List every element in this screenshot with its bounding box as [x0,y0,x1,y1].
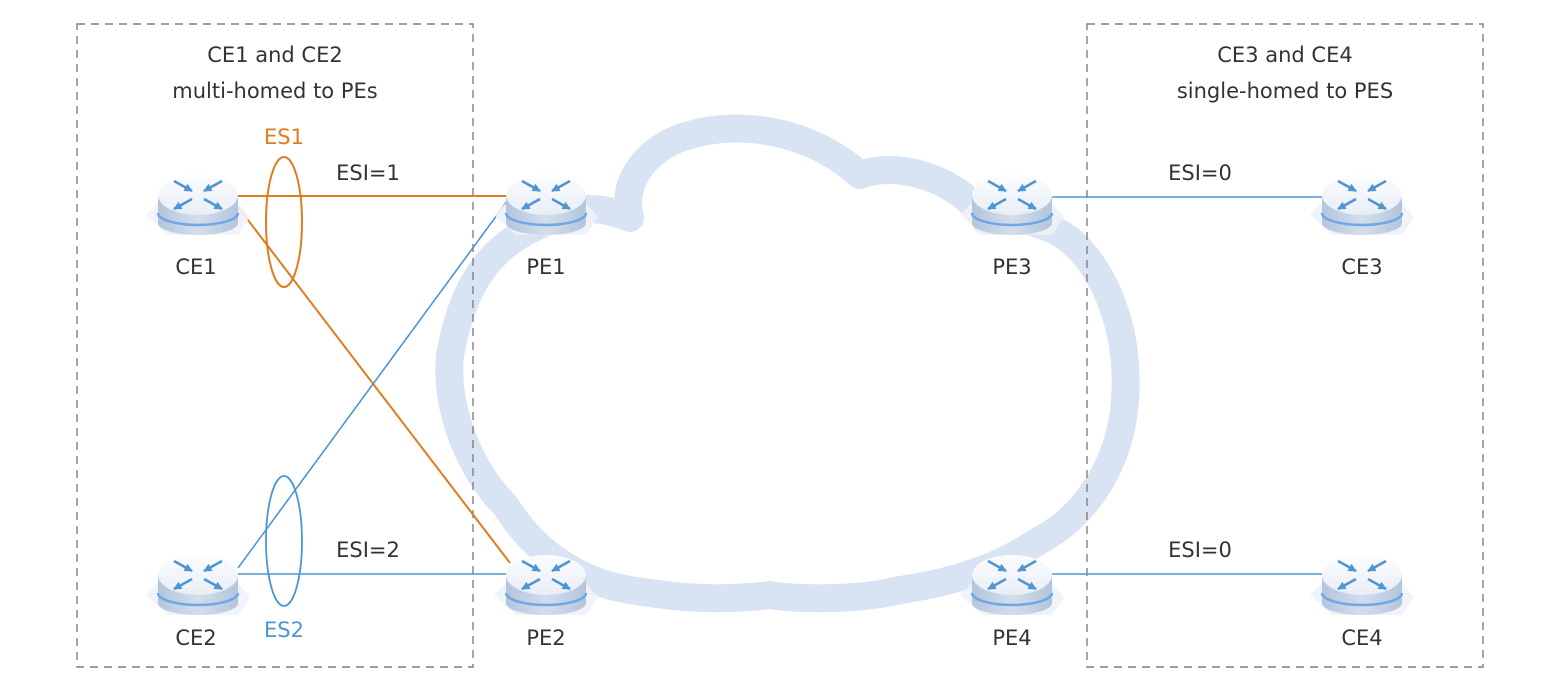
router-icon [1310,555,1414,615]
router-icon [146,175,250,235]
es2-label: ES2 [264,618,304,642]
right-group-title-line2: single-homed to PES [1177,79,1393,103]
router-icon [494,175,598,235]
device-label-ce1: CE1 [175,255,216,279]
esi-label-pe4-ce4: ESI=0 [1168,538,1232,562]
esi-label-ce1-pe1: ESI=1 [336,161,400,185]
es1-label: ES1 [264,125,304,149]
device-label-pe4: PE4 [992,626,1031,650]
left-group-title-line1: CE1 and CE2 [207,43,342,67]
left-group-title-line2: multi-homed to PEs [172,79,377,103]
right-group-title-line1: CE3 and CE4 [1217,43,1352,67]
device-label-ce4: CE4 [1341,626,1382,650]
router-icon [960,175,1064,235]
esi-label-pe3-ce3: ESI=0 [1168,161,1232,185]
left-group-box [76,23,474,668]
device-label-pe3: PE3 [992,255,1031,279]
device-label-pe2: PE2 [526,626,565,650]
esi-label-ce2-pe2: ESI=2 [336,538,400,562]
es1-ellipse [265,156,303,288]
router-icon [146,555,250,615]
router-icon [1310,175,1414,235]
link-ce1-pe2 [237,206,511,564]
device-label-ce2: CE2 [175,626,216,650]
es2-ellipse [265,475,303,607]
device-label-pe1: PE1 [526,255,565,279]
link-ce2-pe1 [237,199,509,569]
right-group-box [1086,23,1484,668]
device-label-ce3: CE3 [1341,255,1382,279]
